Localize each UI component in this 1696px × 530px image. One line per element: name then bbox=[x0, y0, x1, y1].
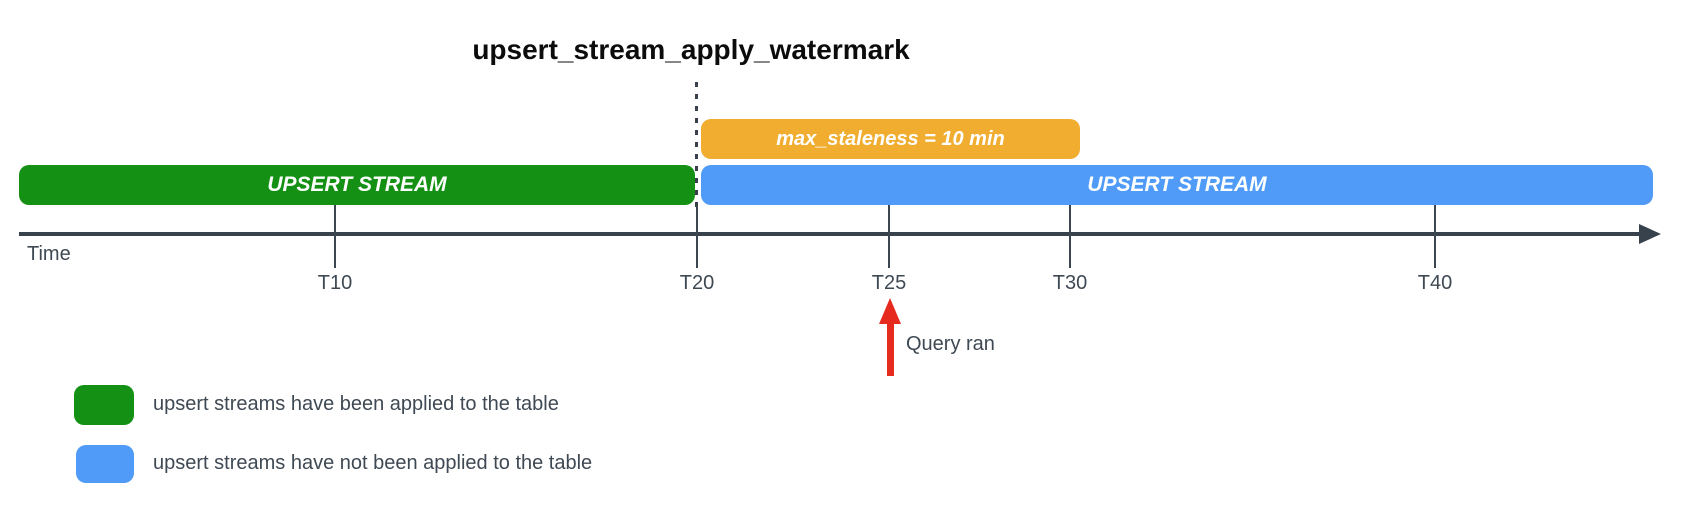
max-staleness-bar: max_staleness = 10 min bbox=[701, 119, 1080, 159]
tick-label-t30: T30 bbox=[1052, 272, 1088, 294]
tick-label-t20: T20 bbox=[679, 272, 715, 294]
legend-swatch-applied bbox=[74, 385, 134, 425]
tick-t20 bbox=[696, 205, 698, 268]
upsert-stream-applied-bar: UPSERT STREAM bbox=[19, 165, 695, 205]
tick-label-t40: T40 bbox=[1417, 272, 1453, 294]
upsert-stream-applied-label: UPSERT STREAM bbox=[267, 173, 447, 196]
tick-t25 bbox=[888, 205, 890, 268]
diagram-title: upsert_stream_apply_watermark bbox=[472, 34, 910, 65]
query-ran-arrow-icon bbox=[879, 298, 901, 324]
legend-swatch-not-applied bbox=[76, 445, 134, 483]
time-axis-label: Time bbox=[27, 243, 71, 265]
tick-label-t25: T25 bbox=[871, 272, 907, 294]
query-ran-arrow-shaft bbox=[887, 322, 894, 376]
query-ran-label: Query ran bbox=[906, 333, 995, 355]
tick-label-t10: T10 bbox=[317, 272, 353, 294]
tick-t30 bbox=[1069, 205, 1071, 268]
time-axis-arrowhead-icon bbox=[1639, 224, 1661, 244]
time-axis-line bbox=[19, 232, 1641, 236]
max-staleness-label: max_staleness = 10 min bbox=[776, 127, 1005, 150]
upsert-stream-not-applied-label: UPSERT STREAM bbox=[1087, 173, 1267, 196]
tick-t10 bbox=[334, 205, 336, 268]
legend-label-not-applied: upsert streams have not been applied to … bbox=[153, 452, 593, 474]
legend-label-applied: upsert streams have been applied to the … bbox=[153, 393, 559, 415]
upsert-stream-not-applied-bar: UPSERT STREAM bbox=[701, 165, 1653, 205]
tick-t40 bbox=[1434, 205, 1436, 268]
watermark-dashed-line bbox=[695, 82, 698, 212]
